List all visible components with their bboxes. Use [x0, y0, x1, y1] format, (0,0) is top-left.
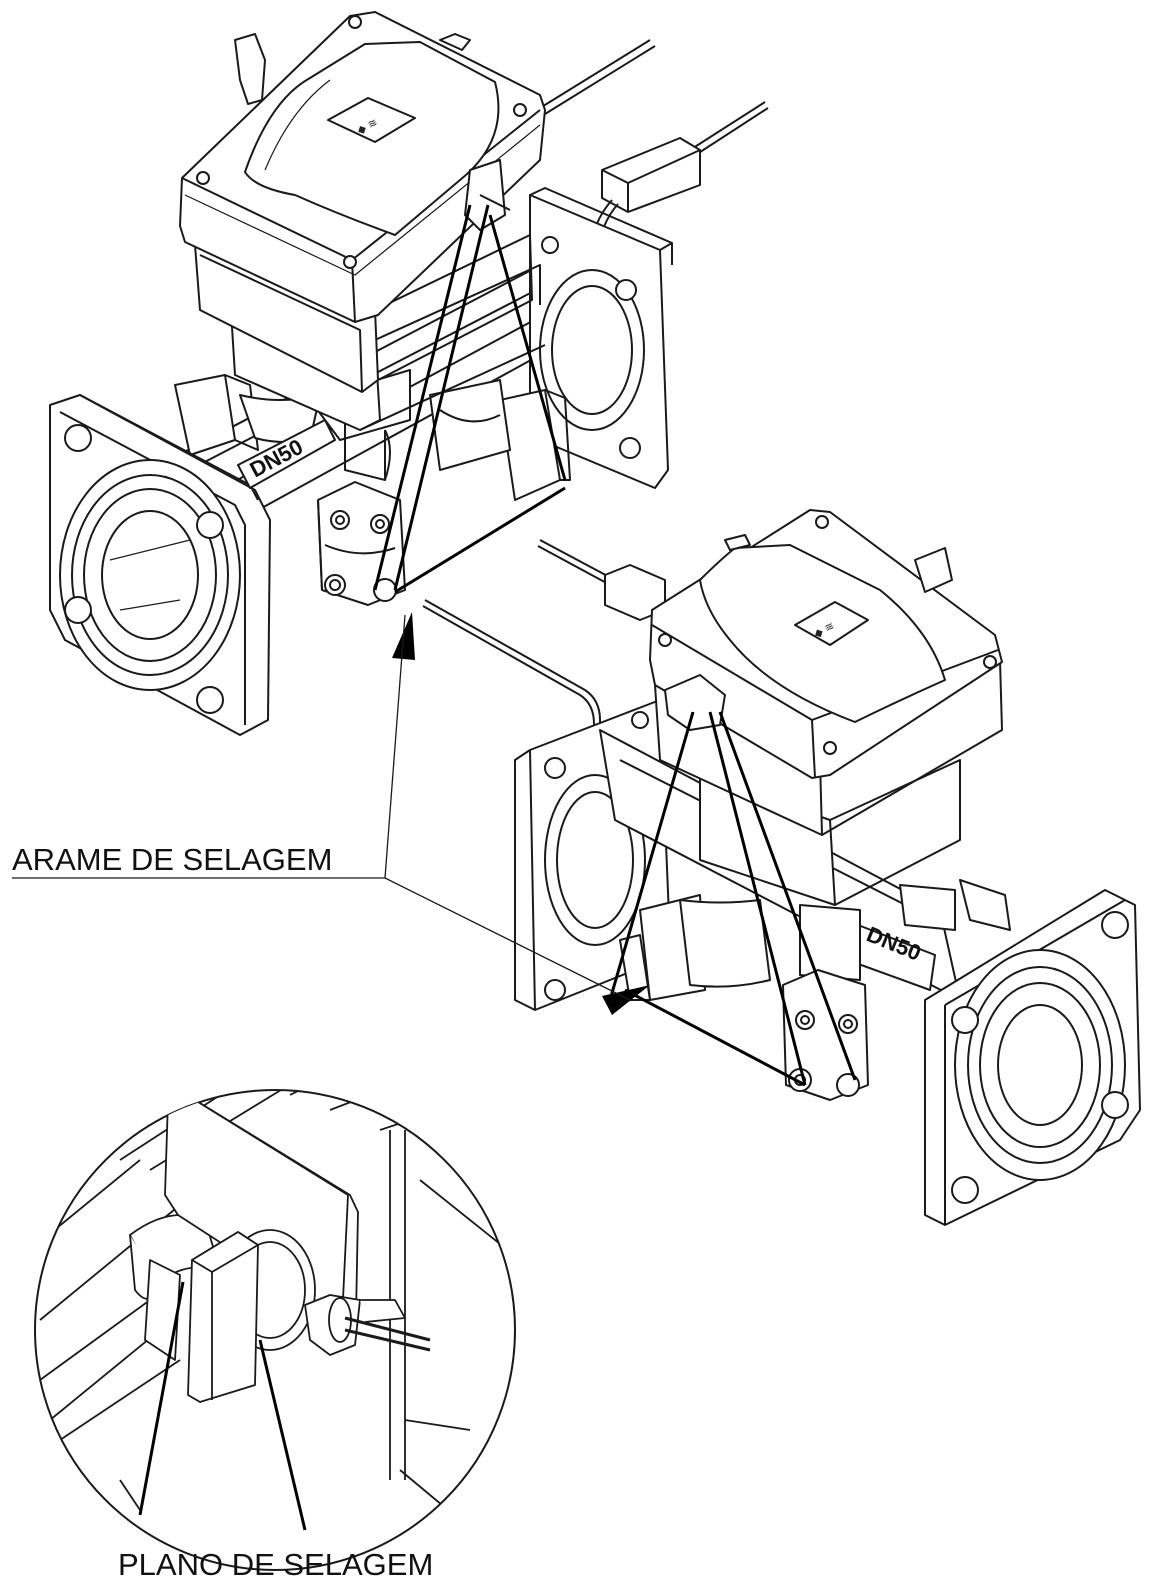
seal-wire-lines-top [373, 204, 567, 594]
clamp-left-top [174, 374, 236, 456]
signal-wire-top-2 [689, 101, 766, 151]
logo-badge-top [327, 97, 416, 143]
signal-wire-top-2b [693, 107, 769, 157]
screw-icon [348, 15, 362, 29]
screw-icon [513, 103, 527, 117]
dn-plate-top [237, 419, 336, 489]
detail-view [34, 1089, 516, 1571]
signal-wire-bottom-1 [539, 539, 616, 581]
plane-label: PLANO DE SELAGEM [118, 1547, 433, 1582]
logo-badge-bottom [794, 601, 869, 646]
seal-wire-detail [344, 1316, 431, 1342]
arrow-head-bottom [602, 985, 650, 1015]
clip-right-bottom [914, 547, 953, 593]
wire-leader [12, 614, 631, 1001]
signal-wire-top-1b [544, 45, 656, 115]
signal-wire-top-1 [539, 39, 651, 109]
wire-label: ARAME DE SELAGEM [12, 842, 332, 877]
screw-icon [983, 655, 997, 669]
seal-block-bottom [782, 969, 869, 1101]
plane-leader [138, 1281, 307, 1531]
screw-icon [815, 515, 829, 529]
seal-wire-lines-bottom [608, 711, 857, 1087]
screw-icon [658, 633, 672, 647]
clip-left-top [234, 33, 266, 105]
screw-icon [196, 171, 210, 185]
meter-assembly-bottom: DN50 ◆ ≋ [422, 509, 1141, 1226]
meter-assembly-top: DN50 ◆ ≋ [49, 11, 769, 736]
sensor-block-top [601, 137, 701, 213]
meter-neck-bottom [799, 904, 861, 981]
clamp-right-bottom [959, 879, 1011, 931]
screw-icon [823, 741, 837, 755]
screw-icon [343, 255, 357, 269]
